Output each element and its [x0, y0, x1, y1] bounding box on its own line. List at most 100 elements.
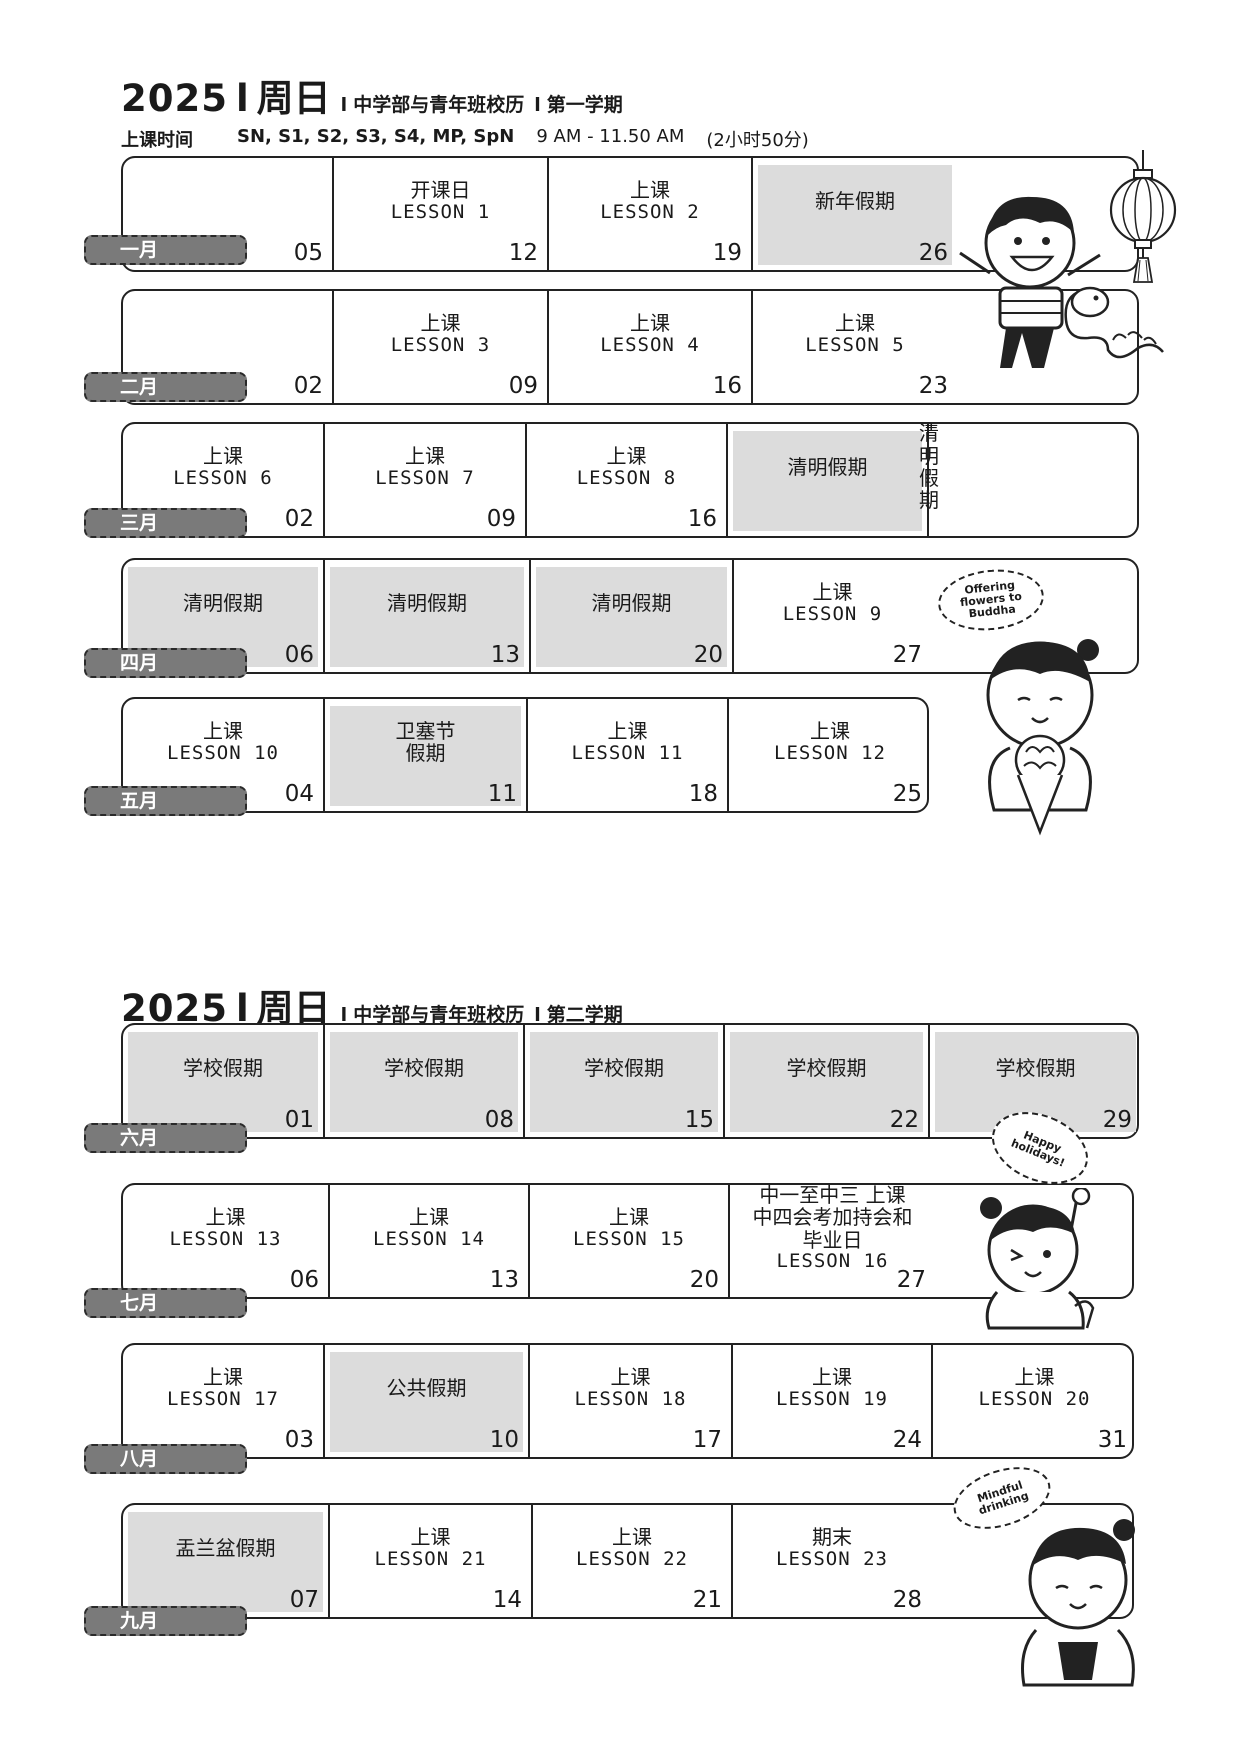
- cell-content: 学校假期: [725, 1025, 928, 1111]
- holiday-shade: [536, 567, 727, 667]
- month-label: 三月: [84, 508, 247, 538]
- cell-label-en: LESSON 13: [169, 1227, 282, 1250]
- cell-label-en: LESSON 22: [576, 1547, 688, 1570]
- cell-label-en: LESSON 11: [571, 741, 684, 764]
- girl-winking-icon: [980, 1188, 1095, 1330]
- cell-label-zh: 上课: [609, 1205, 649, 1230]
- year: 2025: [121, 77, 228, 120]
- cell-label-en: LESSON 23: [776, 1547, 888, 1570]
- calendar-cell: 公共假期 10: [323, 1345, 528, 1457]
- cell-label-zh: 清明假期: [387, 590, 467, 615]
- cell-date: 23: [918, 373, 948, 399]
- month-label: 九月: [84, 1606, 247, 1636]
- cell-date: 26: [918, 240, 948, 266]
- cell-date: 19: [712, 240, 742, 266]
- cell-content: 卫塞节假期: [325, 699, 526, 785]
- cell-label-en: LESSON 2: [600, 200, 700, 223]
- cell-label-zh: 期末: [812, 1525, 852, 1550]
- cell-label-zh: 学校假期: [786, 1055, 867, 1080]
- cell-content: 学校假期: [930, 1025, 1141, 1111]
- calendar-cell: 05: [123, 158, 332, 270]
- cell-date: 02: [293, 373, 323, 399]
- cell-label-zh: 上课: [835, 311, 875, 336]
- cell-label-zh: 清明假期: [787, 454, 868, 479]
- cell-label-zh: 上课: [1014, 1365, 1055, 1390]
- cell-label-zh: 上课: [810, 719, 850, 744]
- cell-label-zh: 上课: [410, 1525, 451, 1550]
- holiday-shade: [330, 1352, 523, 1452]
- cell-date: 03: [284, 1427, 314, 1453]
- cell-date: 28: [892, 1587, 922, 1613]
- cell-label-zh: 上课: [203, 1365, 243, 1390]
- department: 中学部与青年班校历: [353, 94, 525, 116]
- cell-content: 学校假期: [123, 1025, 323, 1111]
- term1-title: 2025 l 周日 l 中学部与青年班校历 l 第一学期: [121, 68, 809, 122]
- title-separator: l: [534, 94, 541, 116]
- cell-label-zh: 上课: [606, 444, 647, 469]
- cell-date: 21: [692, 1587, 722, 1613]
- month-label: 七月: [84, 1288, 247, 1318]
- cell-date: 04: [284, 781, 314, 807]
- cell-label-zh: 上课: [812, 1365, 852, 1390]
- cell-date: 12: [508, 240, 538, 266]
- cell-label-zh: 学校假期: [584, 1055, 664, 1080]
- term2-header: 2025 l 周日 l 中学部与青年班校历 l 第二学期: [121, 978, 623, 1032]
- cell-label-en: LESSON 10: [167, 741, 279, 764]
- boy-cheering-icon: [959, 196, 1101, 368]
- cell-label-zh: 清明假期: [591, 590, 672, 615]
- schedule-time: 9 AM - 11.50 AM: [536, 126, 685, 147]
- cell-date: 10: [489, 1427, 519, 1453]
- cell-content: [123, 158, 332, 244]
- cell-label-zh: 上课: [409, 1205, 449, 1230]
- term1-header: 2025 l 周日 l 中学部与青年班校历 l 第一学期 上课时间 SN, S1…: [121, 68, 809, 152]
- holiday-shade: [730, 1032, 923, 1132]
- cell-content: 清明假期: [531, 560, 732, 646]
- cell-content: 清明假期: [325, 560, 529, 646]
- cell-content: 学校假期: [525, 1025, 723, 1111]
- term-name: 第一学期: [546, 94, 623, 116]
- cell-label-zh: 开课日: [410, 178, 471, 203]
- calendar-cell: 清明假期: [919, 422, 939, 536]
- cell-date: 27: [892, 642, 922, 668]
- cell-label-zh: 公共假期: [386, 1375, 467, 1400]
- cell-label-en: LESSON 9: [782, 602, 883, 625]
- cell-label-zh: 学校假期: [384, 1055, 464, 1080]
- cell-label-zh: 中一至中三 上课: [759, 1182, 906, 1207]
- cell-date: 02: [284, 506, 314, 532]
